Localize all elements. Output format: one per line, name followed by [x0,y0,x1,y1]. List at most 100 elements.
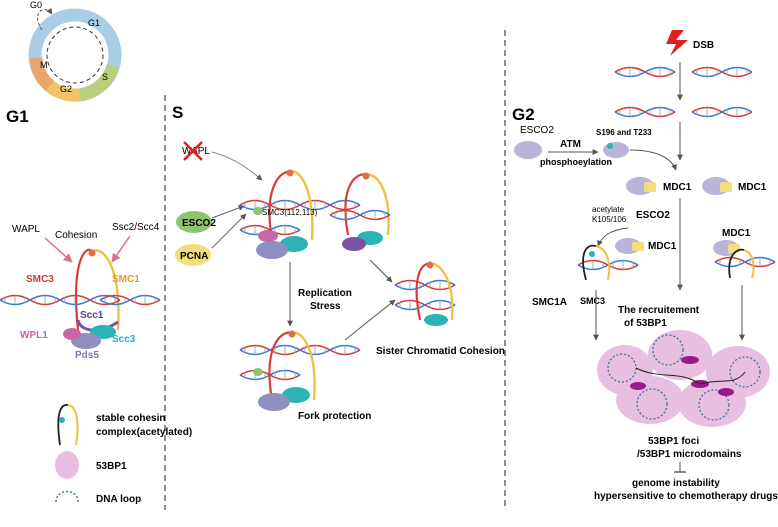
cycle-g1-label: G1 [88,18,100,28]
g2-recruit1-label: The recruitement [618,305,700,316]
g1-wpl1-shape [63,328,81,340]
s2-hinge [362,172,370,180]
g2-mdc1-d-shape [728,244,740,253]
g1-hinge [88,249,96,257]
g1-pds5-label: Pds5 [75,350,99,361]
g1-smc1-arm [91,249,120,331]
s-pds5-shape [256,241,288,259]
g2-sites-label: S196 and T233 [596,128,652,137]
g2-mdc1-c-shape [632,242,644,251]
legend-cohesin-label-1: stable cohesin [96,413,165,424]
g2-acetylate-label: acetylate [592,205,625,214]
g2-mdc1-d-label: MDC1 [722,228,751,239]
g1-scc2-arrow [111,235,131,263]
sc-scc3-shape [424,314,448,326]
s-smc3-site-label: SMC3(112,113) [262,208,318,217]
g2-panel: DSB ESCO2 ATM phosphoeylation S196 and T… [514,30,778,502]
s-acetyl-mark [253,207,263,215]
g2-foci1-label: 53BP1 foci [648,436,699,447]
cycle-g2-label: G2 [60,84,72,94]
legend-cohesin-acetyl [59,417,65,423]
s-pcna-label: PCNA [180,251,208,262]
s2-scc1-shape [342,237,366,251]
g1-dna-3 [99,294,161,306]
g1-smc1-label: SMC1 [112,274,140,285]
phase-g2-title: G2 [512,105,535,124]
g1-wpl1-label: WPL1 [20,330,48,341]
g2-coh-right-arm [595,245,611,281]
s-fork-label: Fork protection [298,411,371,422]
g2-acetyl-arrow [597,227,629,247]
g1-wapl-arrow [44,237,73,263]
cycle-s-label: S [102,72,108,82]
g1-scc1-label: Scc1 [80,310,104,321]
legend: stable cohesin complex(acetylated) 53BP1… [55,404,192,505]
cycle-g2-arc [45,80,81,102]
s2-smc3-arm [344,173,367,236]
legend-dna-loop-icon [55,490,79,503]
s-wapl-label: WAPL [182,146,210,157]
legend-loop-label: DNA loop [96,494,141,505]
g2-coh-left-arm [582,244,597,281]
s2-smc1-arm [365,173,390,236]
dsb-bolt-icon [666,30,688,56]
g1-scc3-label: Scc3 [112,334,136,345]
s-esco2-arrow [211,205,245,219]
g2-esco2-label: ESCO2 [520,125,554,136]
sc-dna-1 [394,279,456,291]
s-sister-label: Sister Chromatid Cohesion [376,346,505,357]
legend-cohesin-right-arm [67,404,79,446]
g1-dna-2 [59,294,121,306]
g2-esco2p-shape [603,142,629,158]
legend-53bp1-icon [55,451,79,479]
phase-s-title: S [172,103,183,122]
cell-cycle-diagram: G0 G1 S G2 M [28,0,122,102]
g2-esco2-join-arrow [629,149,677,171]
s2-dna [329,209,391,221]
g2-smc1a-label: SMC1A [532,297,567,308]
g2-smc3-label: SMC3 [580,296,605,306]
legend-cohesin-left-arm [57,404,69,446]
g2-esco2-shape [514,141,542,159]
g1-cohesion-label: Cohesion [55,230,97,241]
g2-mdc1-a-shape [644,182,656,192]
s-pcna-arrow [211,213,247,249]
g2-mdc1-a-label: MDC1 [663,182,692,193]
g1-wapl-label: WAPL [12,224,40,235]
g2-53bp1-foci [597,330,770,427]
g2-phos-label: phosphoeylation [540,157,612,167]
fp-acetyl-mark [253,368,263,376]
s-hinge [286,169,294,177]
g2-dsb-label: DSB [693,40,714,51]
s-esco2-shape [176,211,212,233]
s-esco2-label: ESCO2 [182,218,216,229]
g2-esco2b-label: ESCO2 [636,210,670,221]
legend-53bp1-label: 53BP1 [96,461,127,472]
fp-hinge [288,330,296,338]
g2-coh2-dna [714,256,776,268]
g2-phospho-dot [607,143,613,149]
g2-outcome2-label: hypersensitive to chemotherapy drugs [594,491,778,502]
cycle-m-arc [29,57,55,91]
g2-foci2-label: /53BP1 microdomains [637,449,742,460]
g1-panel: WAPL Cohesion Ssc2/Scc4 SMC3 SMC1 Scc1 W… [0,222,161,361]
cycle-inner-dashed [46,26,104,84]
fp-dna-1 [239,344,301,356]
s-wapl-arrow [211,151,263,181]
g2-coh2-left-arm [728,248,745,279]
cycle-m-label: M [40,60,48,70]
g2-dna2-right [691,106,753,118]
g2-coh-acetyl [589,251,595,257]
phase-g1-title: G1 [6,107,29,126]
s-pcna-shape [175,244,211,266]
g0-arrow [37,7,53,31]
g2-coh2-right-arm [743,249,755,279]
s-panel: WAPL ESCO2 PCNA SMC3(112,113) [175,141,505,422]
g2-ksites-label: K105/106 [592,215,627,224]
sc-hinge [426,261,434,269]
s-replication-label: Replication [298,288,352,299]
g2-dsb-dna-right [691,66,753,78]
g2-dsb-dna-left [614,66,676,78]
sc-smc3-arm [415,262,431,321]
